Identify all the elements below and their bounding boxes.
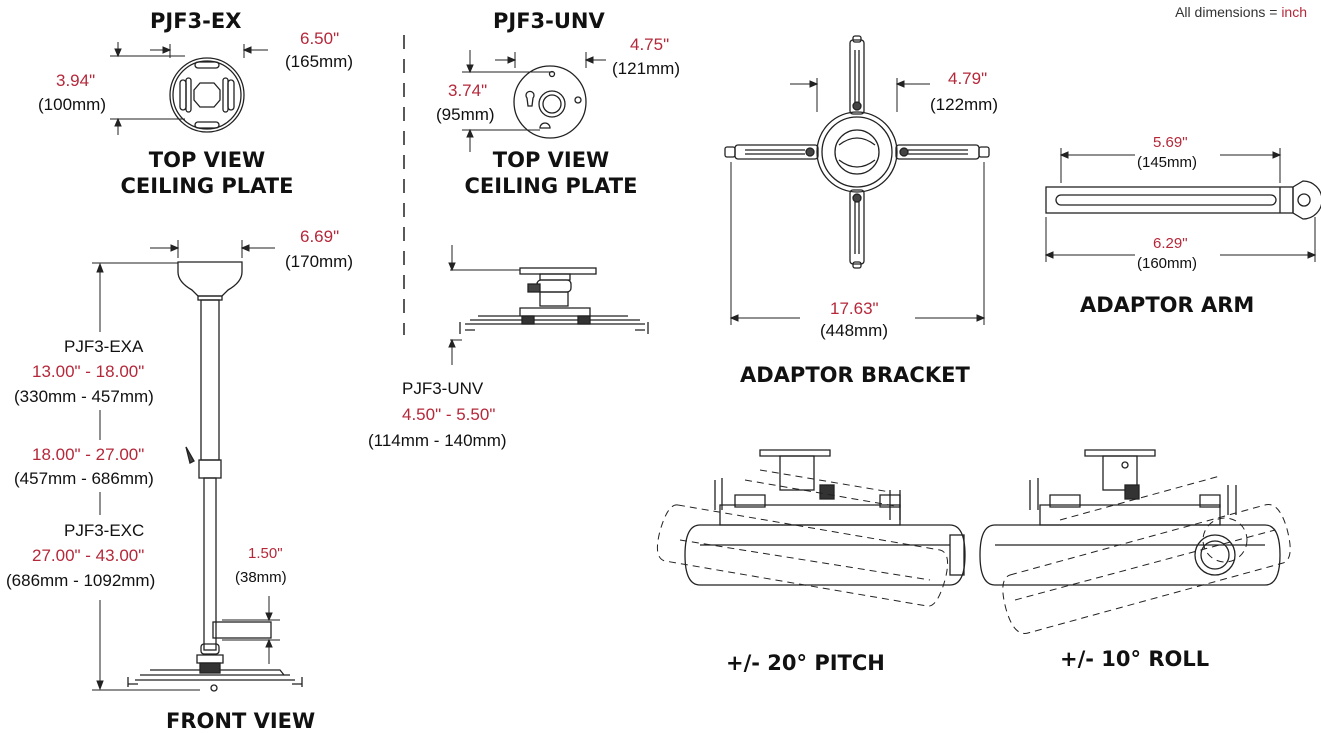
ex-caption-line2: CEILING PLATE [120,174,294,199]
ex-ceiling-plate-icon [169,57,245,133]
bracket-caption: ADAPTOR BRACKET [740,363,970,387]
arm-short-inch: 5.69" [1153,134,1188,151]
units-note-label: All dimensions = [1175,4,1278,20]
unv-width-inch: 4.75" [630,35,670,54]
exb-range-inch: 18.00" - 27.00" [32,445,145,464]
unv-side-name: PJF3-UNV [402,379,484,398]
front-view-pole-icon [127,261,303,692]
exc-range-inch: 27.00" - 43.00" [32,546,145,565]
unv-caption: TOP VIEW CEILING PLATE [462,147,640,200]
pitch-tilted-outline [656,469,949,607]
bracket-hub-mm: (122mm) [930,95,999,114]
ex-title: PJF3-EX [150,9,242,33]
unv-width-mm: (121mm) [612,59,681,78]
ex-slot-inch: 3.94" [56,71,96,90]
ex-width-mm: (165mm) [285,52,354,71]
exa-name: PJF3-EXA [64,337,144,356]
arm-caption: ADAPTOR ARM [1080,293,1255,317]
exb-range-mm: (457mm - 686mm) [14,469,154,488]
roll-projector-icon [979,449,1281,586]
bracket-dimension-lines [729,78,986,325]
bracket-span-inch: 17.63" [830,299,879,318]
ex-slot-mm: (100mm) [38,95,107,114]
arm-offset-mm: (38mm) [235,569,287,586]
arm-long-mm: (160mm) [1137,255,1198,272]
unv-side-view-icon [459,267,649,334]
ex-caption: TOP VIEW CEILING PLATE [118,147,296,200]
unv-side-range-inch: 4.50" - 5.50" [402,405,496,424]
exc-name: PJF3-EXC [64,521,145,540]
units-note: All dimensions = inch [1175,4,1307,20]
unv-slot-mm: (95mm) [436,105,495,124]
ex-caption-line1: TOP VIEW [148,148,266,172]
arm-offset-inch: 1.50" [248,545,283,562]
bracket-span-mm: (448mm) [820,321,889,340]
arm-short-mm: (145mm) [1137,154,1198,171]
pitch-caption: +/- 20° PITCH [726,651,885,675]
adaptor-bracket-icon [724,35,990,269]
adaptor-arm-icon [1045,180,1321,220]
unv-ceiling-plate-icon [513,65,587,139]
front-plate-inch: 6.69" [300,227,340,246]
unv-side-dimension-lines [448,245,520,365]
arm-long-inch: 6.29" [1153,235,1188,252]
units-note-unit: inch [1281,4,1307,20]
exc-range-mm: (686mm - 1092mm) [6,571,156,590]
unv-slot-inch: 3.74" [448,81,488,100]
unv-caption-line1: TOP VIEW [492,148,610,172]
roll-tilted-outline [1002,475,1291,634]
unv-caption-line2: CEILING PLATE [464,174,638,199]
bracket-hub-inch: 4.79" [948,69,988,88]
ex-dimension-lines [110,42,268,135]
pitch-projector-icon [684,449,966,586]
front-caption: FRONT VIEW [166,709,316,733]
exa-range-mm: (330mm - 457mm) [14,387,154,406]
unv-side-range-mm: (114mm - 140mm) [368,431,507,450]
ex-width-inch: 6.50" [300,29,340,48]
front-plate-mm: (170mm) [285,252,354,271]
unv-title: PJF3-UNV [493,9,605,33]
exa-range-inch: 13.00" - 18.00" [32,362,145,381]
arm-dimension-lines [1044,148,1317,262]
unv-dimension-lines [462,50,606,152]
front-dimension-lines [92,240,280,691]
roll-caption: +/- 10° ROLL [1060,647,1210,671]
